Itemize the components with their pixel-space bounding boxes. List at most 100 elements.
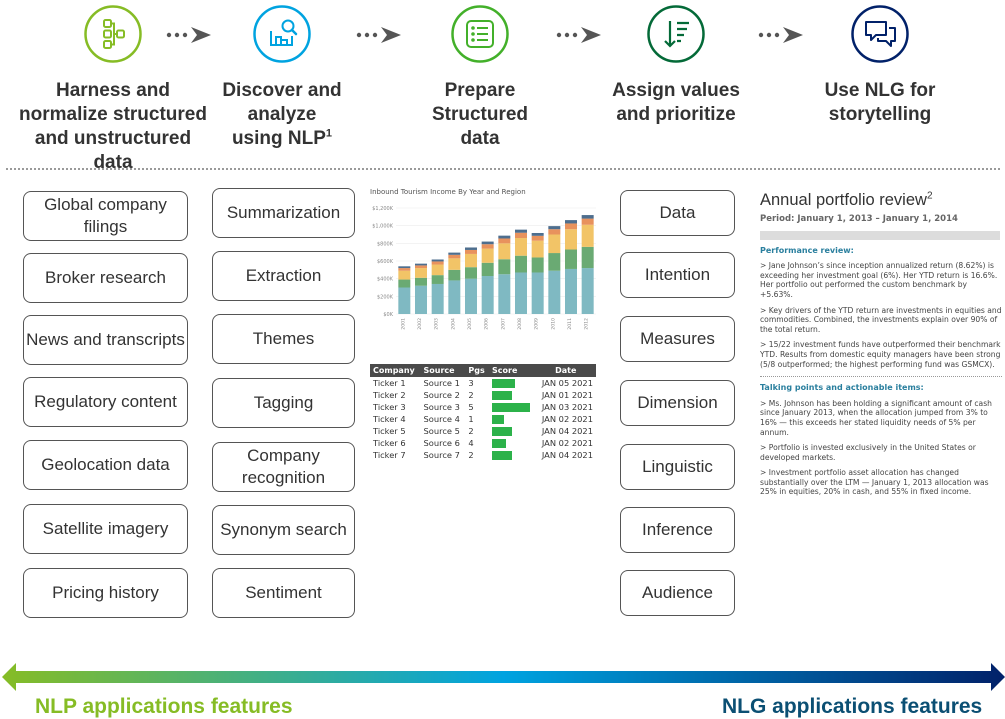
company-cell: Ticker 5 bbox=[373, 426, 406, 436]
pages-cell: 2 bbox=[468, 426, 474, 436]
company-cell: Ticker 6 bbox=[373, 438, 406, 448]
date-cell: JAN 04 2021 bbox=[541, 426, 593, 436]
bar-segment bbox=[481, 244, 494, 249]
bar-segment bbox=[548, 270, 561, 314]
bar-segment bbox=[515, 232, 527, 239]
step-title: Use NLG for storytelling bbox=[824, 80, 936, 125]
pages-cell: 5 bbox=[468, 402, 474, 412]
bar-segment bbox=[581, 268, 594, 314]
bar-segment bbox=[465, 249, 477, 254]
x-tick-label: 2007 bbox=[500, 318, 506, 330]
nlp-feature-box: Tagging bbox=[212, 378, 355, 428]
nlg-element-box: Data bbox=[620, 190, 735, 236]
score-cell bbox=[489, 389, 536, 401]
bar-segment bbox=[515, 255, 527, 273]
score-bar bbox=[492, 415, 505, 424]
company-cell: Ticker 1 bbox=[373, 378, 406, 388]
nlg-features-label: NLG applications features bbox=[722, 695, 983, 718]
source-cell: Source 2 bbox=[423, 390, 460, 400]
portfolio-review-panel: Annual portfolio review2 Period: January… bbox=[760, 190, 1002, 497]
bar-segment bbox=[581, 218, 594, 225]
date-cell: JAN 03 2021 bbox=[541, 402, 593, 412]
bar-segment bbox=[448, 258, 461, 270]
bar-segment bbox=[481, 248, 494, 263]
performance-heading: Performance review: bbox=[760, 245, 854, 255]
data-source-box: Global company filings bbox=[23, 191, 188, 241]
flow-arrow-icon bbox=[556, 27, 601, 43]
pages-cell: 3 bbox=[468, 378, 474, 388]
talking-point: > Investment portfolio asset allocation … bbox=[760, 468, 989, 497]
column-header: Source bbox=[420, 364, 466, 377]
score-bar bbox=[492, 379, 515, 388]
nlp-to-nlg-double-arrow bbox=[2, 663, 1005, 691]
y-tick-label: $1,200K bbox=[372, 206, 393, 212]
performance-point: > Key drivers of the YTD return are inve… bbox=[760, 305, 1002, 334]
bar-segment bbox=[481, 276, 494, 314]
bar-segment bbox=[465, 253, 477, 268]
nlg-element-box: Inference bbox=[620, 507, 735, 553]
stacked-bar-chart: $1,200K$1,000K$800K$600K$400K$200K$0K200… bbox=[372, 206, 596, 330]
data-source-box: News and transcripts bbox=[23, 315, 188, 365]
step-assign: Assign values and prioritize bbox=[610, 0, 742, 165]
chart-title: Inbound Tourism Income By Year and Regio… bbox=[370, 188, 526, 196]
pages-cell: 1 bbox=[468, 414, 474, 424]
company-cell: Ticker 4 bbox=[373, 414, 406, 424]
bar-segment bbox=[431, 259, 444, 262]
bar-segment bbox=[431, 283, 444, 314]
x-tick-label: 2004 bbox=[450, 318, 456, 330]
x-tick-label: 2006 bbox=[484, 318, 490, 330]
source-cell: Source 4 bbox=[423, 414, 460, 424]
bar-segment bbox=[498, 259, 511, 275]
bar-segment bbox=[415, 285, 427, 314]
nlp-feature-box: Synonym search bbox=[212, 505, 355, 555]
bar-segment bbox=[398, 266, 411, 269]
bar-segment bbox=[498, 274, 511, 314]
data-source-box: Pricing history bbox=[23, 568, 188, 618]
bar-segment bbox=[548, 234, 561, 254]
sort-descending-icon bbox=[646, 4, 706, 64]
x-tick-label: 2012 bbox=[584, 318, 590, 330]
nlg-element-box: Dimension bbox=[620, 380, 735, 426]
section-divider bbox=[6, 168, 1000, 170]
x-tick-label: 2011 bbox=[567, 318, 573, 330]
bar-segment bbox=[481, 262, 494, 277]
company-cell: Ticker 7 bbox=[373, 450, 406, 460]
step-nlg: Use NLG for storytelling bbox=[818, 0, 942, 165]
bar-segment bbox=[398, 270, 411, 280]
bar-segment bbox=[448, 254, 461, 259]
bar-segment bbox=[465, 267, 477, 279]
source-cell: Source 6 bbox=[423, 438, 460, 448]
step-title: Assign values and prioritize bbox=[612, 80, 740, 125]
bar-segment bbox=[531, 235, 544, 241]
bar-segment bbox=[398, 268, 411, 271]
document-magnifier-icon bbox=[252, 4, 312, 64]
date-cell: JAN 04 2021 bbox=[541, 450, 593, 460]
performance-point: > 15/22 investment funds have outperform… bbox=[760, 340, 1001, 369]
bar-segment bbox=[531, 272, 544, 314]
bar-segment bbox=[398, 287, 411, 314]
data-source-box: Geolocation data bbox=[23, 440, 188, 490]
step-harness: Harness and normalize structured and uns… bbox=[18, 0, 208, 173]
bar-segment bbox=[398, 279, 411, 288]
score-cell bbox=[489, 437, 536, 449]
bar-segment bbox=[565, 223, 577, 230]
bar-segment bbox=[465, 247, 477, 250]
y-tick-label: $0K bbox=[383, 312, 393, 318]
hierarchy-network-icon bbox=[83, 4, 143, 64]
bar-segment bbox=[498, 235, 511, 239]
data-source-box: Broker research bbox=[23, 253, 188, 303]
bar-segment bbox=[581, 215, 594, 219]
nlp-feature-box: Themes bbox=[212, 314, 355, 364]
bar-segment bbox=[565, 268, 577, 314]
bar-segment bbox=[531, 257, 544, 273]
nlp-features-label: NLP applications features bbox=[35, 695, 293, 718]
nlg-element-box: Linguistic bbox=[620, 444, 735, 490]
flow-arrow-icon bbox=[758, 27, 803, 43]
checklist-icon bbox=[450, 4, 510, 64]
step-discover: Discover and analyze using NLP1 bbox=[222, 0, 342, 165]
company-cell: Ticker 3 bbox=[373, 402, 406, 412]
bar-segment bbox=[531, 232, 544, 236]
